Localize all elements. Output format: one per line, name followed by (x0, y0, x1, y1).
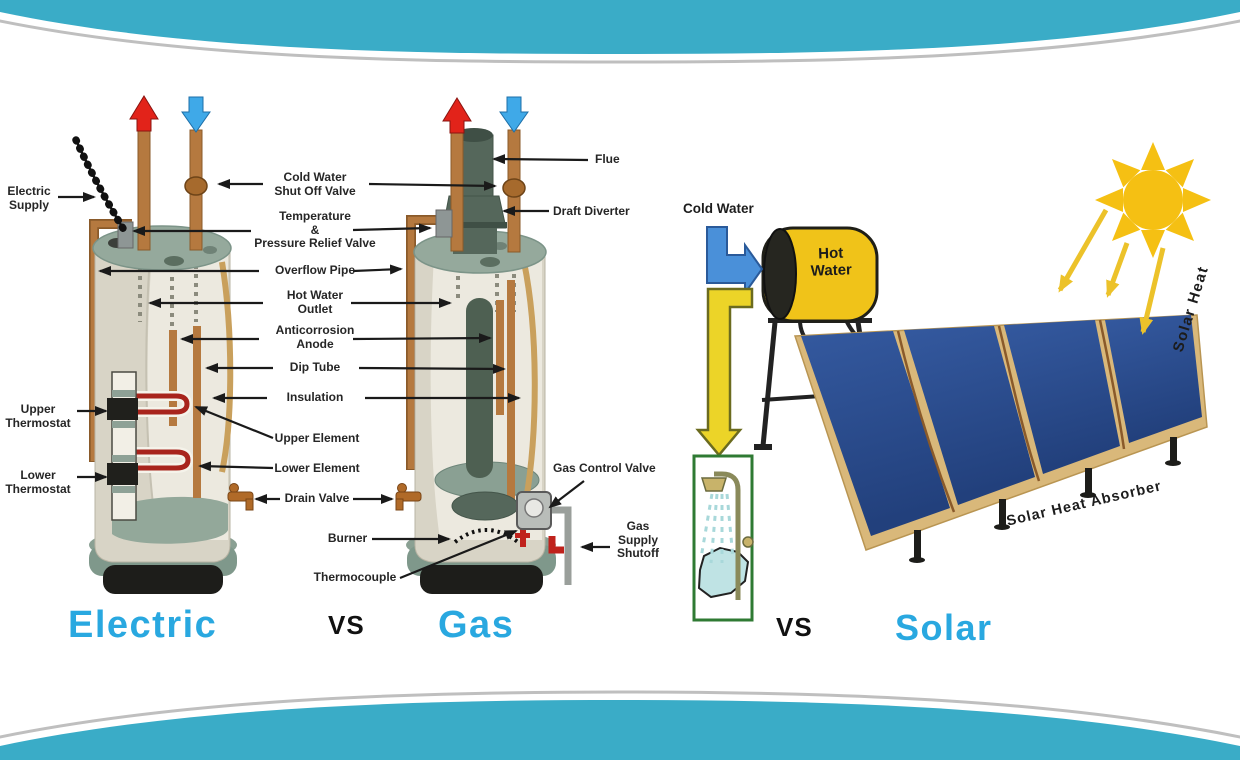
gas-hot-pipe (450, 132, 464, 252)
electric-heater-illustration (72, 95, 254, 594)
label-temperature-pressure-relief-valve: Temperature & Pressure Relief Valve (254, 209, 376, 251)
gas-burner-drum (451, 491, 519, 521)
label-upper-thermostat: Upper Thermostat (5, 402, 71, 430)
upper-element-coil (128, 393, 190, 415)
solar-panel-2 (904, 326, 1035, 505)
gas-burner-grate (453, 528, 520, 544)
vs-left-title: VS (328, 610, 365, 640)
gas-insulation-line (521, 261, 538, 501)
label-dip-tube: Dip Tube (289, 360, 341, 374)
lower-thermostat-box (107, 463, 138, 485)
gas-supply-shutoff-handle (548, 536, 564, 554)
label-gas-supply-shutoff: Gas Supply Shutoff (617, 519, 659, 561)
cold-water-inlet-arrow (706, 226, 764, 297)
gas-base-foot (420, 565, 543, 594)
electric-heating-elements (128, 391, 194, 473)
upper-thermostat-box (107, 398, 138, 420)
shower-pipe (714, 471, 741, 600)
label-lower-thermostat: Lower Thermostat (5, 468, 71, 496)
vs-right-title: VS (776, 612, 813, 642)
shower-spray (699, 493, 735, 564)
solar-panel-array (793, 314, 1208, 563)
electric-thermostat-panel (107, 371, 138, 521)
hot-water-outlet-arrow (695, 287, 754, 457)
label-hot-water-tank: Hot Water (810, 244, 853, 280)
gas-hot-up-arrow (442, 97, 472, 134)
electric-water (112, 496, 228, 544)
label-arrows (58, 154, 610, 580)
label-flue: Flue (595, 152, 620, 166)
shower-illustration (692, 454, 754, 622)
gas-dip-tube (496, 300, 504, 415)
shower-head (700, 477, 728, 492)
top-wave-band (0, 0, 1240, 64)
electric-drain-valve (227, 483, 254, 511)
label-anticorrosion-anode: Anticorrosion Anode (275, 323, 355, 351)
label-hot-water-outlet: Hot Water Outlet (286, 288, 344, 316)
label-draft-diverter: Draft Diverter (553, 204, 630, 218)
electric-shutoff-valve (184, 176, 208, 196)
gas-cold-down-arrow (499, 96, 529, 133)
gas-title: Gas (438, 604, 515, 646)
solar-panel-4 (1105, 315, 1202, 443)
label-overflow-pipe: Overflow Pipe (274, 263, 356, 277)
hot-water-up-arrow (129, 95, 159, 132)
electric-anode-rod (169, 330, 177, 426)
label-cold-water-shutoff-valve: Cold Water Shut Off Valve (274, 170, 356, 198)
label-drain-valve: Drain Valve (284, 491, 350, 505)
bottom-wave-band (0, 690, 1240, 760)
gas-anode-rod (507, 280, 515, 500)
label-upper-element: Upper Element (274, 431, 360, 445)
gas-heater-illustration (395, 96, 572, 594)
electric-title: Electric (68, 604, 218, 646)
gas-inner-flue (466, 298, 493, 478)
label-lower-element: Lower Element (274, 461, 360, 475)
electric-insulation-line (219, 261, 234, 473)
tank-end-cap (763, 228, 797, 320)
panel-legs (909, 437, 1181, 563)
solar-heater-illustration (692, 142, 1211, 622)
gas-drain-valve (395, 483, 422, 511)
sun-icon (1095, 142, 1211, 258)
label-insulation: Insulation (286, 390, 344, 404)
solar-panel-3 (1004, 320, 1120, 474)
label-burner: Burner (327, 531, 368, 545)
electric-dip-tube (193, 326, 201, 498)
label-gas-control-valve: Gas Control Valve (553, 461, 656, 475)
cold-water-down-arrow (181, 96, 211, 133)
lower-element-coil (128, 449, 191, 471)
shower-knob (742, 536, 754, 548)
solar-title: Solar (895, 607, 993, 648)
label-electric-supply: Electric Supply (7, 184, 51, 212)
label-thermocouple: Thermocouple (313, 570, 397, 584)
label-cold-water: Cold Water (683, 201, 754, 216)
solar-hot-water-tank (761, 226, 879, 323)
sun-ray-arrows (1057, 208, 1166, 335)
electric-base-foot (103, 565, 223, 594)
gas-tpr-valve (435, 209, 453, 238)
solar-panel-1 (801, 331, 950, 536)
gas-supply-pipe (551, 506, 572, 585)
gas-shutoff-valve (502, 178, 526, 198)
